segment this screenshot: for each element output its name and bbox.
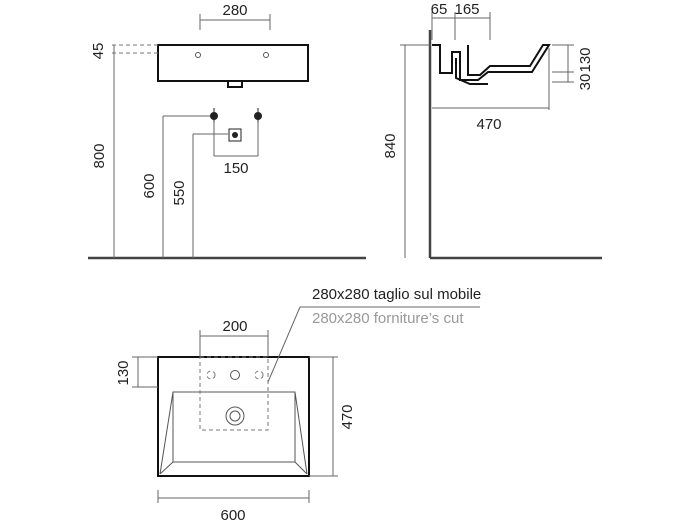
top-view: 200 130 470 600 280x280 taglio sul mobil… [115, 286, 481, 524]
front-supply-right-icon [254, 108, 262, 124]
top-drain-outer [225, 406, 245, 426]
top-tap-hole-right [254, 370, 264, 380]
front-dim-45-label: 45 [90, 43, 107, 60]
front-tap-hole-left [195, 52, 201, 58]
side-dim-470-label: 470 [476, 116, 501, 133]
top-cut-area [199, 356, 269, 431]
top-bowl-inner [172, 391, 296, 463]
side-dim-65-label: 65 [431, 1, 448, 18]
side-dim-165-label: 165 [454, 1, 479, 18]
side-basin-profile [432, 44, 551, 81]
top-tap-hole-left [206, 370, 216, 380]
top-cut-note-it: 280x280 taglio sul mobile [312, 286, 481, 303]
top-tap-hole-center [230, 370, 240, 380]
front-dim-280-label: 280 [222, 2, 247, 19]
top-dim-470-label: 470 [339, 404, 356, 429]
top-dim-600-label: 600 [220, 507, 245, 524]
side-dim-30-label: 30 [577, 74, 594, 91]
front-tap-hole-right [263, 52, 269, 58]
side-waste-pipe [455, 58, 488, 85]
side-dim-840-label: 840 [382, 133, 399, 158]
front-dim-150-label: 150 [223, 160, 248, 177]
top-basin-outline [157, 356, 310, 477]
top-drain-inner [229, 410, 241, 422]
front-drain-point-icon [228, 128, 242, 142]
side-view: 65 165 130 30 470 840 [382, 1, 602, 260]
front-supply-left-icon [210, 108, 218, 124]
front-view: 280 45 800 600 550 150 [88, 2, 366, 260]
front-dim-600-label: 600 [141, 173, 158, 198]
top-cut-leader [267, 306, 480, 383]
front-drain-stub [227, 80, 243, 88]
front-dim-800-label: 800 [91, 143, 108, 168]
top-cut-note-en: 280x280 forniture’s cut [312, 310, 464, 327]
front-basin-outline [157, 44, 309, 82]
top-bowl-edges [159, 391, 308, 475]
top-dim-200-label: 200 [222, 318, 247, 335]
top-dim-130-label: 130 [115, 360, 132, 385]
front-dim-550-label: 550 [171, 180, 188, 205]
side-dim-130-label: 130 [577, 47, 594, 72]
